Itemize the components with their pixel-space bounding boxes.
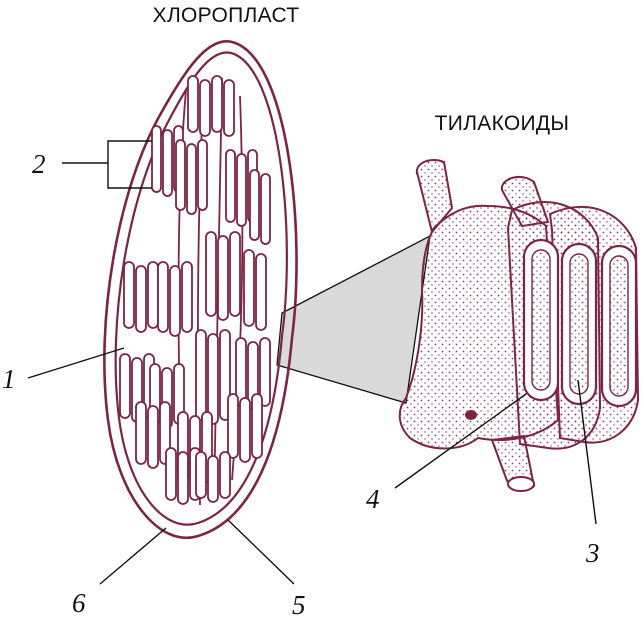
thylakoids-title: ТИЛАКОИДЫ — [435, 112, 570, 135]
granum-thylakoid — [243, 249, 255, 327]
granum-thylakoid — [195, 451, 207, 499]
label-2: 2 — [32, 149, 46, 179]
granum-thylakoid — [219, 451, 231, 499]
granum-thylakoid — [260, 173, 271, 245]
label-6: 6 — [72, 588, 86, 618]
granum-thylakoid — [205, 231, 217, 317]
granum-thylakoid — [195, 329, 207, 421]
granum-thylakoid — [225, 149, 236, 223]
granum-thylakoid — [249, 169, 260, 241]
granum-thylakoid — [236, 153, 247, 227]
granum-thylakoid — [169, 265, 181, 337]
granum-thylakoid — [217, 235, 229, 321]
granum-thylakoid — [135, 265, 147, 333]
thylakoid-tube-top — [415, 158, 454, 235]
granum-thylakoid — [147, 261, 159, 329]
granum-thylakoid — [207, 333, 219, 425]
granum-thylakoid — [239, 397, 251, 463]
granum-thylakoid — [147, 405, 159, 469]
granum-thylakoid — [175, 139, 186, 211]
leader-5 — [227, 519, 295, 585]
leader-1 — [27, 347, 125, 379]
granum-thylakoid — [177, 451, 189, 505]
chloroplast-title: ХЛОРОПЛАСТ — [153, 4, 300, 27]
granum-thylakoid — [123, 261, 135, 329]
granum-thylakoid — [135, 401, 147, 465]
granum-thylakoid — [211, 75, 223, 133]
granum-thylakoid — [162, 129, 173, 197]
leader-3 — [577, 379, 597, 525]
outer-membrane — [103, 40, 298, 539]
label-5: 5 — [292, 590, 306, 620]
leader-6 — [99, 527, 167, 585]
inner-membrane — [114, 51, 288, 526]
granum-thylakoid — [151, 125, 162, 193]
granum-thylakoid — [181, 261, 193, 333]
label-4: 4 — [366, 484, 380, 514]
granum-thylakoid — [119, 353, 131, 419]
granum-thylakoid — [255, 253, 267, 331]
granum-thylakoid — [229, 231, 241, 317]
thylakoid-body — [398, 204, 560, 450]
granum-thylakoid — [199, 79, 211, 137]
thylakoid-view — [398, 158, 640, 492]
granum-thylakoid — [186, 143, 197, 215]
granum-thylakoid — [157, 261, 169, 333]
granum-thylakoid — [197, 139, 208, 211]
chloroplast — [103, 40, 298, 539]
thylakoid-pore — [465, 410, 477, 420]
zoom-connector — [276, 234, 431, 404]
granum-thylakoid — [259, 337, 271, 407]
tube-opening — [507, 476, 535, 492]
granum-thylakoid — [165, 447, 177, 501]
grana-stacks — [119, 75, 271, 506]
granum-thylakoid — [207, 455, 219, 503]
granum-bracket — [107, 140, 152, 189]
leader-4 — [394, 393, 527, 489]
label-1: 1 — [2, 364, 16, 394]
granum-thylakoid — [223, 79, 235, 137]
granum-thylakoid — [187, 75, 199, 133]
granum-thylakoid — [227, 393, 239, 459]
granum-thylakoid — [251, 393, 263, 459]
label-3: 3 — [585, 538, 600, 568]
